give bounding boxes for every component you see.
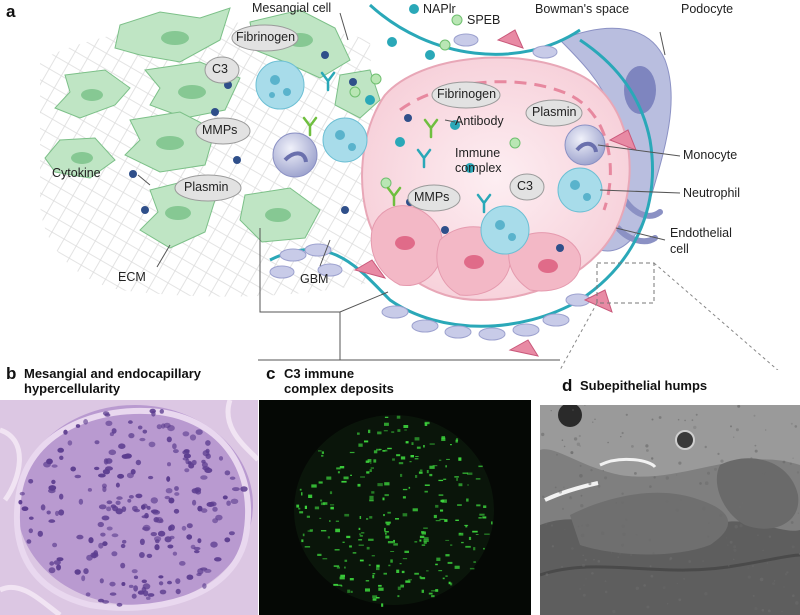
- leader-lines: [137, 12, 681, 361]
- label-immune-complex-2: complex: [455, 161, 502, 175]
- oval-c3-inner: C3: [517, 179, 533, 193]
- label-antibody: Antibody: [455, 114, 504, 128]
- oval-plasmin-inner: Plasmin: [532, 105, 577, 119]
- histology-image: [0, 400, 258, 615]
- label-monocyte: Monocyte: [683, 148, 738, 162]
- antibodies: [302, 116, 439, 207]
- oval-mmps-inner: MMPs: [414, 190, 450, 204]
- panel-d-title: Subepithelial humps: [580, 378, 708, 393]
- zoom-box: [596, 262, 655, 304]
- panel-a-diagram: [40, 3, 779, 370]
- label-ecm: ECM: [118, 270, 146, 284]
- panel-a-letter: a: [6, 2, 16, 21]
- label-speb: SPEB: [467, 13, 501, 27]
- panel-b-letter: b: [6, 364, 17, 383]
- electron-micrograph: [540, 405, 800, 615]
- panel-b-title-line2: hypercellularity: [24, 381, 121, 396]
- panel-c-title-line2: complex deposits: [284, 381, 394, 396]
- label-podocyte: Podocyte: [681, 2, 734, 16]
- oval-plasmin-outer: Plasmin: [184, 180, 229, 194]
- panel-d-letter: d: [562, 376, 573, 395]
- label-napi: NAPlr: [423, 2, 456, 16]
- napi-molecules: [365, 4, 475, 173]
- label-ovals: [174, 24, 583, 212]
- panel-c-title-line1: C3 immune: [284, 366, 355, 381]
- label-endothelial-2: cell: [670, 242, 689, 256]
- label-neutrophil: Neutrophil: [683, 186, 740, 200]
- label-immune-complex-1: Immune: [455, 146, 501, 160]
- oval-fibrinogen-outer: Fibrinogen: [236, 30, 296, 44]
- oval-fibrinogen-inner: Fibrinogen: [437, 87, 497, 101]
- oval-c3-outer: C3: [212, 62, 228, 76]
- panel-c-letter: c: [266, 364, 276, 383]
- label-endothelial-1: Endothelial: [670, 226, 732, 240]
- label-mesangial-cell: Mesangial cell: [252, 1, 332, 15]
- neutrophils: [255, 60, 603, 255]
- immunofluorescence-image: [259, 400, 531, 615]
- panel-b-title-line1: Mesangial and endocapillary: [24, 366, 201, 381]
- label-bowmans-space: Bowman's space: [535, 2, 630, 16]
- speb-molecules: [349, 14, 521, 189]
- label-cytokine: Cytokine: [52, 166, 101, 180]
- oval-mmps-outer: MMPs: [202, 123, 238, 137]
- label-gbm: GBM: [300, 272, 329, 286]
